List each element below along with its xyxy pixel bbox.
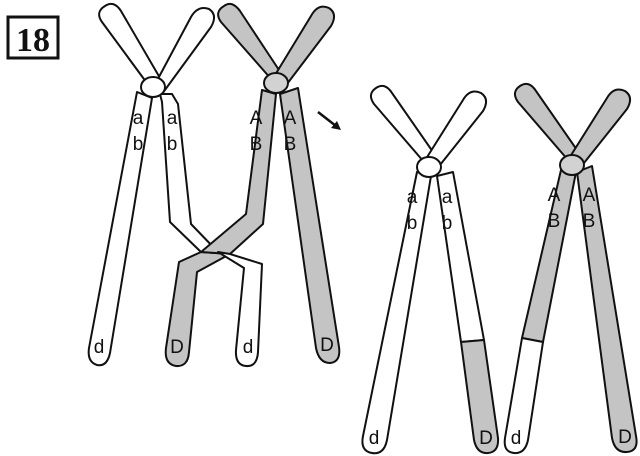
allele-label: A bbox=[583, 185, 596, 206]
gray-centromere-before bbox=[264, 73, 288, 93]
gray-centromere-after bbox=[560, 155, 584, 175]
allele-label: b bbox=[442, 213, 453, 234]
allele-label: B bbox=[250, 134, 263, 155]
gray-chromatid-right bbox=[280, 88, 339, 363]
gray-chromosome-arm-left bbox=[218, 4, 279, 80]
allele-label: b bbox=[167, 134, 178, 155]
gray-chromatid-right-after bbox=[577, 166, 637, 452]
allele-label: D bbox=[618, 427, 632, 448]
white-chromatid-left bbox=[89, 92, 152, 365]
chromosome-pair-before: a b a b A B A B d D d D bbox=[89, 4, 340, 366]
allele-label: A bbox=[250, 108, 263, 129]
white-centromere-after bbox=[417, 157, 441, 177]
white-centromere-before bbox=[141, 77, 165, 97]
allele-label: d bbox=[369, 428, 380, 449]
gray-chromatid-crossover-upper bbox=[201, 90, 276, 254]
allele-label: B bbox=[583, 211, 596, 232]
allele-label: d bbox=[94, 337, 105, 358]
white-chromatid-crossover-lower bbox=[218, 252, 262, 366]
allele-label: a bbox=[442, 187, 453, 208]
allele-label: a bbox=[133, 108, 144, 129]
allele-label: d bbox=[243, 337, 254, 358]
white-chromosome-arm-left bbox=[371, 86, 433, 162]
allele-label: D bbox=[320, 335, 334, 356]
figure-number: 18 bbox=[8, 17, 58, 59]
allele-label: b bbox=[133, 134, 144, 155]
allele-label: B bbox=[548, 211, 561, 232]
allele-label: a bbox=[407, 187, 418, 208]
chromosome-pair-after: a b a b A B A B d D d D bbox=[362, 84, 636, 453]
allele-label: A bbox=[284, 108, 297, 129]
arrow-icon bbox=[318, 112, 341, 130]
allele-label: b bbox=[407, 213, 418, 234]
allele-label: D bbox=[479, 428, 493, 449]
figure-number-text: 18 bbox=[16, 22, 50, 59]
gray-chromosome-arm-left bbox=[515, 84, 577, 160]
allele-label: d bbox=[511, 428, 522, 449]
allele-label: D bbox=[170, 337, 184, 358]
allele-label: a bbox=[167, 108, 178, 129]
white-chromatid-left-after bbox=[362, 172, 431, 453]
allele-label: B bbox=[284, 134, 297, 155]
allele-label: A bbox=[548, 185, 561, 206]
